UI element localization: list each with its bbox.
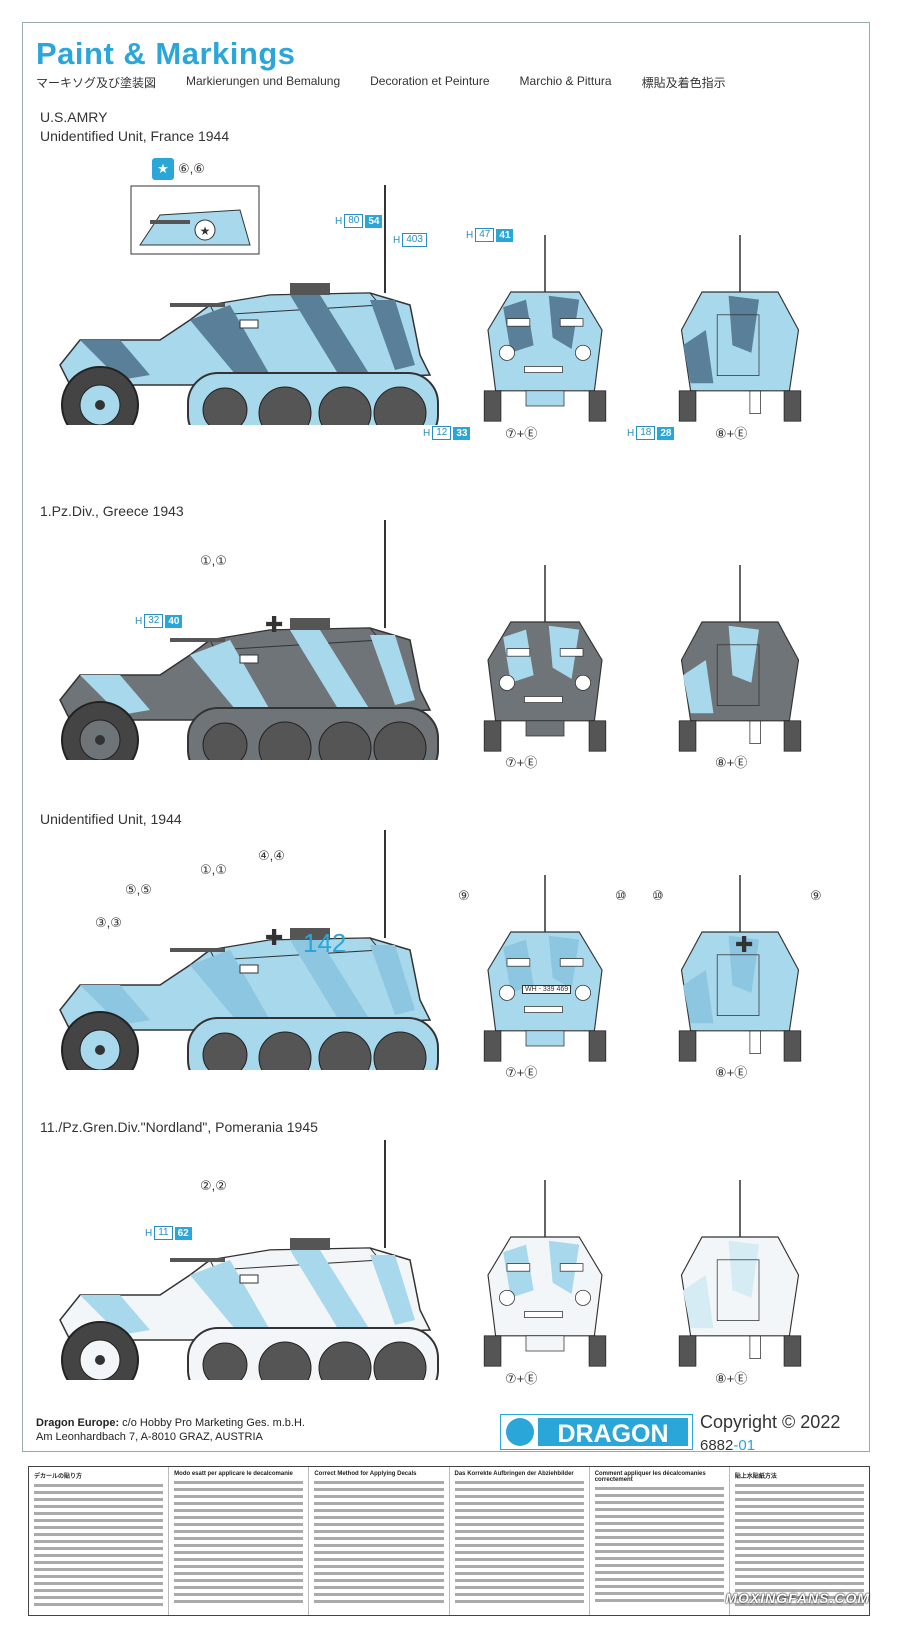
decal-instructions: デカールの貼り方 Modo esatt per applicare le dec… <box>28 1466 870 1616</box>
section-2-rear-callout: ⑧+Ⓔ <box>715 755 748 770</box>
svg-text:★: ★ <box>200 224 211 238</box>
section-4-front-view <box>483 1180 607 1367</box>
section-1-line2: Unidentified Unit, France 1944 <box>40 128 230 144</box>
us-star-icon: ★ <box>152 158 174 180</box>
section-3-front-callout-9: ⑨ <box>458 888 470 903</box>
page-title: Paint & Markings <box>36 36 296 71</box>
subtitle-chinese: 標貼及着色指示 <box>641 76 726 90</box>
section-4-side-callout: ②,② <box>200 1178 227 1193</box>
code-suffix: -01 <box>733 1437 756 1454</box>
section-3-side-view <box>59 829 439 1070</box>
section-3-callout-4: ④,④ <box>258 848 285 863</box>
balkenkreuz-icon: ✚ <box>265 925 284 950</box>
section-1-rear-callout: ⑧+Ⓔ <box>715 426 748 441</box>
license-plate: WH - 339 469 <box>522 985 572 994</box>
section-1-front-view <box>483 235 607 422</box>
hull-number: 142 <box>303 928 347 958</box>
section-3-title: Unidentified Unit, 1944 <box>40 810 182 829</box>
section-1-rear-view <box>678 235 802 422</box>
code-main: 6882 <box>700 1437 734 1454</box>
copyright: Copyright © 2022 <box>700 1412 841 1432</box>
section-1-front-callout: ⑦+Ⓔ <box>505 426 538 441</box>
address-line-1: c/o Hobby Pro Marketing Ges. m.b.H. <box>119 1417 305 1429</box>
section-2-side-view <box>59 519 439 760</box>
section-3-rear-callout-10: ⑩ <box>652 888 664 903</box>
instr-col-chinese: 貼上水貼紙方法 <box>730 1467 869 1615</box>
section-3-line1: Unidentified Unit, 1944 <box>40 811 182 827</box>
subtitle-italian: Marchio & Pittura <box>519 74 612 88</box>
section-1-line1: U.S.AMRY <box>40 109 108 125</box>
section-3-rear-callout: ⑧+Ⓔ <box>715 1065 748 1080</box>
section-1-inset-callout: ★⑥,⑥ <box>152 158 205 180</box>
section-4-title: 11./Pz.Gren.Div."Nordland", Pomerania 19… <box>40 1118 318 1137</box>
section-2-front-callout: ⑦+Ⓔ <box>505 755 538 770</box>
section-4-rear-callout: ⑧+Ⓔ <box>715 1371 748 1386</box>
product-code: 6882-01 <box>700 1437 755 1454</box>
section-2-side-callout: ①,① <box>200 553 227 568</box>
balkenkreuz-icon: ✚ <box>265 612 284 637</box>
distributor-address: Dragon Europe: c/o Hobby Pro Marketing G… <box>36 1416 305 1444</box>
subtitle-french: Decoration et Peinture <box>370 74 490 88</box>
section-2-title: 1.Pz.Div., Greece 1943 <box>40 502 184 521</box>
section-2-front-view <box>483 565 607 752</box>
page-frame <box>22 22 870 1452</box>
instr-col-english: Correct Method for Applying Decals <box>309 1467 450 1615</box>
section-2-line1: 1.Pz.Div., Greece 1943 <box>40 503 184 519</box>
address-label: Dragon Europe: <box>36 1417 120 1429</box>
brand-text: DRAGON <box>557 1420 668 1448</box>
dragon-logo: DRAGON <box>500 1414 693 1450</box>
instr-col-french: Comment appliquer les décalcomanies corr… <box>590 1467 730 1615</box>
section-2-rear-view <box>678 565 802 752</box>
section-3-callout-3: ③,③ <box>95 915 122 930</box>
address-line-2: Am Leonhardbach 7, A-8010 GRAZ, AUSTRIA <box>36 1431 263 1443</box>
section-3-rear-callout-9: ⑨ <box>810 888 822 903</box>
balkenkreuz-icon: ✚ <box>735 932 754 957</box>
section-1-title: U.S.AMRY Unidentified Unit, France 1944 <box>40 108 229 146</box>
section-3-front-view <box>483 875 607 1062</box>
section-3-rear-view <box>678 875 802 1062</box>
section-4-rear-view <box>678 1180 802 1367</box>
instr-col-german: Das Korrekte Aufbringen der Abziehbilder <box>450 1467 590 1615</box>
subtitle-japanese: マーキソグ及び塗装図 <box>36 76 157 90</box>
section-3-callout-1: ①,① <box>200 862 227 877</box>
instr-col-japanese: デカールの貼り方 <box>29 1467 170 1615</box>
section-1-inset-view: ★ <box>130 185 260 255</box>
section-4-side-view <box>59 1139 439 1380</box>
section-3-front-callout-10: ⑩ <box>615 888 627 903</box>
watermark: MOXINGFANS.COM <box>725 1590 870 1606</box>
language-subtitles: マーキソグ及び塗装図 Markierungen und Bemalung Dec… <box>36 74 856 91</box>
instr-col-italian: Modo esatt per applicare le decalcomanie <box>169 1467 310 1615</box>
section-4-line1: 11./Pz.Gren.Div."Nordland", Pomerania 19… <box>40 1119 318 1135</box>
subtitle-german: Markierungen und Bemalung <box>186 74 341 88</box>
section-3-front-callout: ⑦+Ⓔ <box>505 1065 538 1080</box>
section-1-side-view <box>59 184 439 425</box>
section-4-front-callout: ⑦+Ⓔ <box>505 1371 538 1386</box>
section-3-callout-5: ⑤,⑤ <box>125 882 152 897</box>
